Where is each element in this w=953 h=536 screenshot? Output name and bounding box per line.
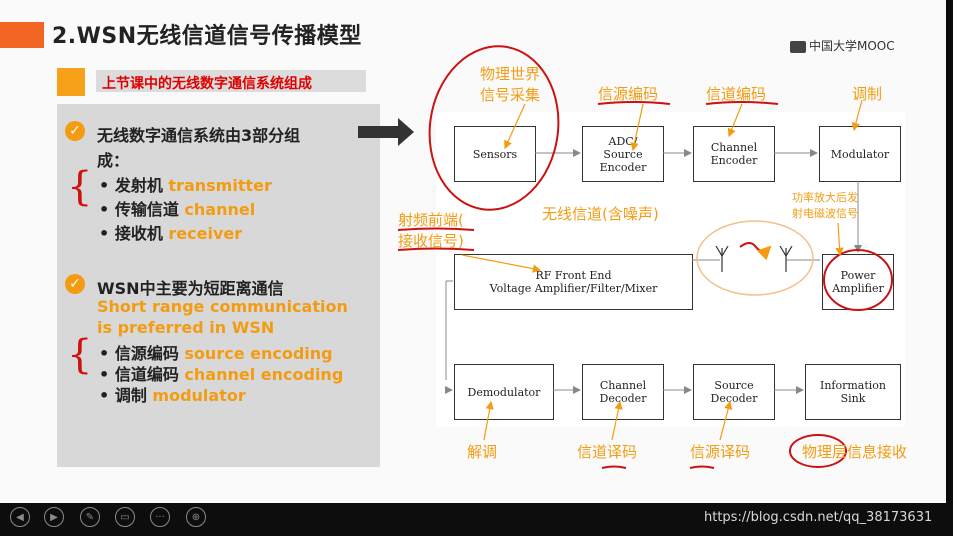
annotation: 信道译码 [577,443,638,461]
list-item: • 调制 modulator [99,386,246,405]
highlight-circle [823,249,893,311]
point1-line2: 成： [97,151,130,170]
annotation-arrow [504,103,526,150]
diagram-overlay [358,45,893,469]
modulator-block: Modulator [819,126,901,182]
antenna-icon [715,245,793,272]
annotation-arrow [851,99,863,132]
watermark: https://blog.csdn.net/qq_38173631 [704,510,933,525]
annotation-arrow [461,254,542,273]
screen-icon[interactable]: ▭ [115,507,135,527]
annotation-arrow [611,400,623,441]
annotation-arrow [483,400,494,441]
mooc-label: 中国大学MOOC [809,39,895,53]
annotation: 射电磁波信号 [792,207,858,220]
channel-ellipse [696,220,814,296]
annotation-arrow [727,103,743,138]
red-underline [397,101,779,469]
annotation: 信源编码 [598,85,659,103]
list-item: • 信源编码 source encoding [99,344,333,363]
slide-title: 2.WSN无线信道信号传播模型 [52,24,362,49]
annotation: 物理世界 [480,65,541,83]
annotation-arrow [630,103,644,152]
subheading-box: 上节课中的无线数字通信系统组成 [96,70,366,92]
highlight-circle [789,434,847,468]
slide: 2.WSN无线信道信号传播模型 中国大学MOOC 上节课中的无线数字通信系统组成… [0,0,946,503]
mooc-logo: 中国大学MOOC [790,37,895,54]
pointer-arrow [358,118,414,146]
annotation: 信道编码 [706,85,767,103]
point2-heading: WSN中主要为短距离通信 [97,279,284,298]
check-icon: ✓ [65,274,85,294]
sensors-block: Sensors [454,126,536,182]
list-item: • 发射机 transmitter [99,176,272,195]
more-icon[interactable]: ··· [150,507,170,527]
list-item: • 传输信道 channel [99,200,256,219]
point1-line1: 无线数字通信系统由3部分组 [97,126,301,145]
next-icon[interactable]: ▶ [44,507,64,527]
annotation: 接收信号) [398,232,464,250]
check-icon: ✓ [65,121,85,141]
annotation: 信源译码 [690,443,751,461]
annotation-arrow [719,400,733,441]
point2-en-line1: Short range communication [97,297,348,316]
red-brace: { [67,332,93,378]
annotation: 调制 [852,85,883,103]
prev-icon[interactable]: ◀ [10,507,30,527]
signal-wave [739,242,772,261]
list-item: • 信道编码 channel encoding [99,365,344,384]
annotation: 射频前端( [398,211,464,229]
annotation: 功率放大后发 [792,191,858,204]
annotation: 无线信道(含噪声) [542,205,659,223]
mooc-icon [790,40,806,53]
right-edge [946,0,953,536]
content-panel: ✓ 无线数字通信系统由3部分组 成： { • 发射机 transmitter •… [57,104,380,467]
zoom-icon[interactable]: ⊕ [186,507,206,527]
annotation: 物理层信息接收 [802,443,908,461]
annotation: 信号采集 [480,86,541,104]
subheading: 上节课中的无线数字通信系统组成 [102,76,312,92]
list-item: • 接收机 receiver [99,224,243,243]
annotation: 解调 [467,443,498,461]
red-brace: { [67,164,93,210]
subhead-square [57,68,85,96]
point2-en-line2: is preferred in WSN [97,318,275,337]
annotation-arrow [835,222,844,257]
highlight-circle [428,45,560,211]
pen-icon[interactable]: ✎ [80,507,100,527]
title-accent-bar [0,22,44,48]
demodulator-block: Demodulator [454,364,554,420]
